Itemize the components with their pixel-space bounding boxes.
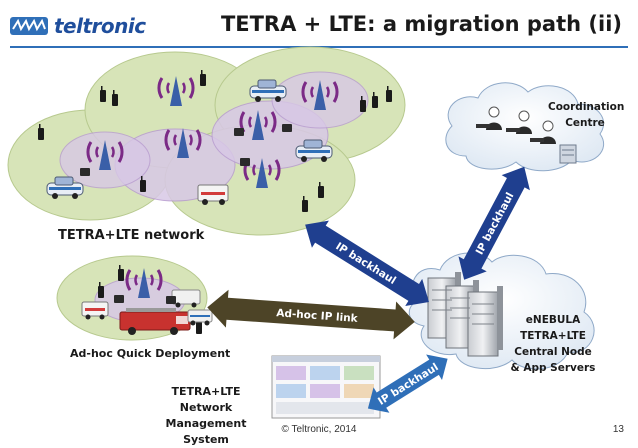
radio-icon [118, 265, 124, 281]
ip-backhaul-network-arrow: IP backhaul [305, 220, 429, 307]
tower-icon [86, 140, 124, 170]
adhoc-label: Ad-hoc Quick Deployment [70, 347, 231, 360]
terminal-icons [80, 124, 292, 304]
terminal-icon [234, 128, 244, 136]
van-icon [187, 309, 213, 326]
radio-icon [318, 182, 324, 198]
operator-icon [506, 110, 532, 134]
slide-title: TETRA + LTE: a migration path (ii) [220, 12, 622, 36]
page-number: 13 [612, 424, 624, 435]
ambulance-icon [197, 184, 229, 205]
coord-label-line2: Centre [565, 117, 605, 129]
enebula-label-line1: eNEBULA [525, 314, 581, 326]
terminal-icon [166, 296, 176, 304]
terminal-icon [80, 168, 90, 176]
enebula-label-line4: & App Servers [510, 362, 596, 374]
logo-text: teltronic [54, 14, 146, 38]
fire-truck-icon [119, 308, 191, 335]
tower-icon [125, 268, 163, 298]
police-car-icon [249, 79, 287, 102]
radio-icon [112, 90, 118, 106]
network-label: TETRA+LTE network [58, 228, 205, 243]
enebula-label-line2: TETRA+LTE [520, 330, 586, 342]
police-car-icon [46, 176, 84, 199]
radio-icon [98, 282, 104, 298]
operator-icon [530, 120, 556, 144]
copyright-text: © Teltronic, 2014 [281, 424, 357, 435]
radio-handsets [38, 70, 392, 334]
radio-icon [386, 86, 392, 102]
tower-icon [164, 128, 202, 158]
ambulance-icon [81, 301, 109, 320]
coordination-centre-cloud [445, 82, 605, 172]
terminal-icon [282, 124, 292, 132]
radio-icon [140, 176, 146, 192]
nms-label-line1: TETRA+LTE Network [171, 385, 241, 414]
ip-backhaul-network-label: IP backhaul [333, 240, 398, 287]
enebula-label-line3: Central Node [514, 346, 592, 358]
teltronic-logo: teltronic [10, 14, 146, 38]
radio-icon [360, 96, 366, 112]
tetra-lte-cells [7, 46, 406, 236]
tower-icon [301, 80, 339, 110]
server-rack-icon [559, 144, 577, 164]
adhoc-ip-link-arrow: Ad-hoc IP link [207, 289, 415, 340]
radio-icon [372, 92, 378, 108]
coordination-centre-label: Coordination Centre [548, 99, 625, 131]
tower-icon [157, 76, 195, 106]
coord-label-line1: Coordination [548, 101, 625, 113]
nms-label: TETRA+LTE Network Management System [146, 384, 266, 448]
nms-screenshot [271, 355, 381, 419]
radio-icon [38, 124, 44, 140]
operator-icon [476, 106, 502, 130]
terminal-icon [114, 295, 124, 303]
radio-icon [100, 86, 106, 102]
adhoc-ip-link-label: Ad-hoc IP link [276, 307, 359, 325]
server-icon [427, 272, 503, 357]
police-car-icon [295, 139, 333, 162]
ip-backhaul-nms-label: IP backhaul [376, 361, 441, 408]
terminal-icon [240, 158, 250, 166]
radio-icon [302, 196, 308, 212]
enebula-label: eNEBULA TETRA+LTE Central Node & App Ser… [510, 312, 596, 376]
enebula-cloud [408, 252, 595, 370]
van-icon [171, 289, 201, 308]
teltronic-wave-icon [10, 17, 48, 35]
radio-icon [200, 70, 206, 86]
